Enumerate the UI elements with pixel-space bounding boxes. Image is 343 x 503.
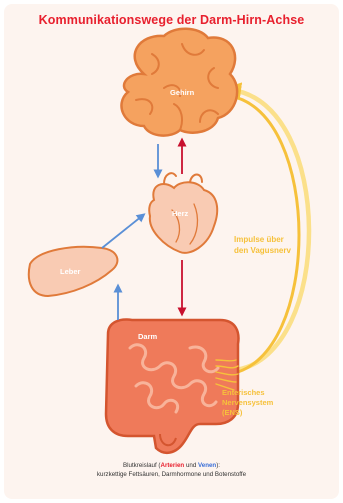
liver-label: Leber [60, 267, 80, 276]
ens-label-line2: Nervensystem [222, 398, 273, 408]
caption: Blutkreislauf (Arterien und Venen): kurz… [4, 462, 339, 479]
caption-suffix: ): [216, 462, 220, 469]
gut-icon [106, 320, 238, 453]
vagus-label-line1: Impulse über [234, 234, 291, 245]
ens-label-line1: Enterisches [222, 388, 273, 398]
caption-arteries: Arterien [160, 462, 184, 469]
ens-label-line3: (ENS) [222, 408, 273, 418]
brain-label: Gehirn [170, 88, 194, 97]
ens-label: Enterisches Nervensystem (ENS) [222, 388, 273, 418]
caption-line1: Blutkreislauf (Arterien und Venen): [4, 462, 339, 471]
caption-prefix: Blutkreislauf ( [123, 462, 160, 469]
vagus-label: Impulse über den Vagusnerv [234, 234, 291, 256]
vagus-nerve-arrow [230, 90, 309, 374]
vein-arrow-liver-heart [102, 216, 142, 248]
heart-label: Herz [172, 209, 188, 218]
caption-and: und [184, 462, 198, 469]
caption-line2: kurzkettige Fettsäuren, Darmhormone und … [4, 471, 339, 480]
diagram-frame: Kommunikationswege der Darm-Hirn-Achse [4, 4, 339, 499]
brain-icon [121, 29, 237, 136]
vagus-label-line2: den Vagusnerv [234, 245, 291, 256]
caption-veins: Venen [198, 462, 216, 469]
gut-label: Darm [138, 332, 157, 341]
